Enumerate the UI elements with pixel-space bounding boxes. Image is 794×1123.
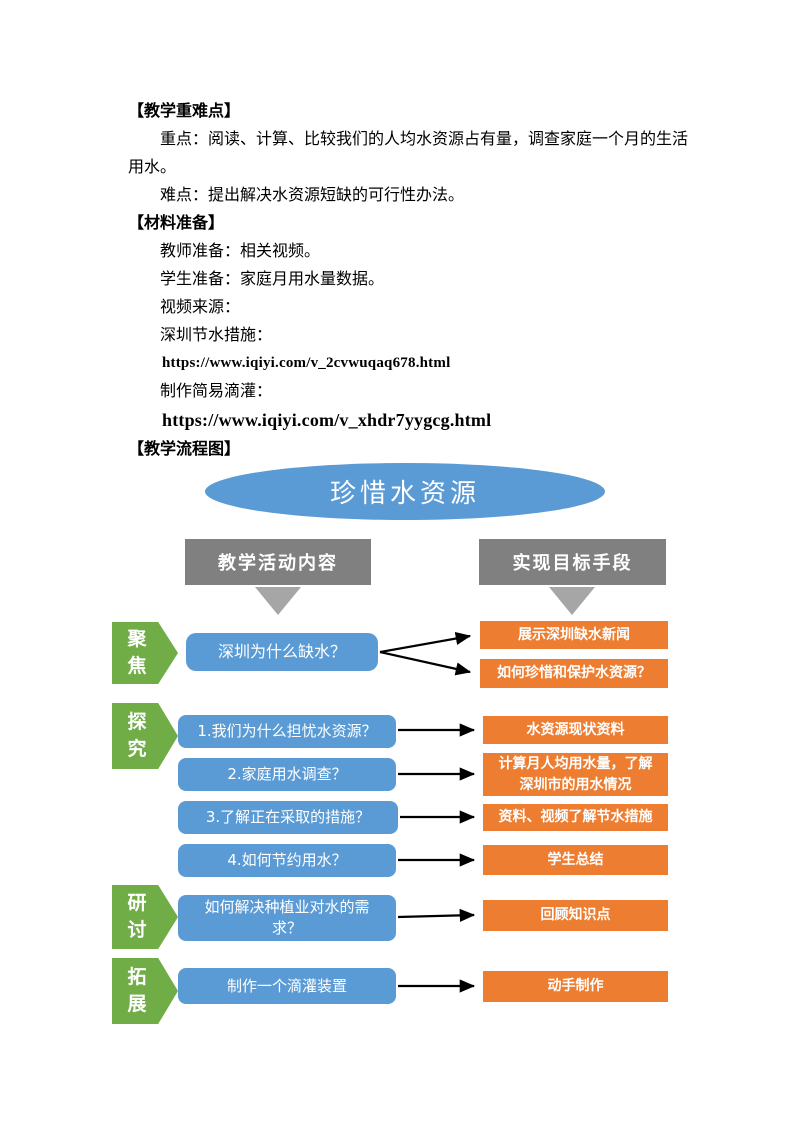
stage-tag-explore: 探究 — [112, 703, 178, 769]
target-label: 回顾知识点 — [540, 907, 611, 923]
video2-label: 制作简易滴灌： — [160, 381, 273, 400]
column-header-activities-label: 教学活动内容 — [218, 553, 338, 574]
stage-tag-explore-label: 探究 — [127, 711, 147, 760]
activity-label: 1.我们为什么担忧水资源？ — [197, 722, 377, 740]
activity-box-why-shortage: 深圳为什么缺水？ — [186, 633, 378, 671]
difficulty-line: 难点：提出解决水资源短缺的可行性办法。 — [160, 185, 465, 204]
target-label: 动手制作 — [547, 978, 604, 994]
activity-label: 4.如何节约用水？ — [227, 851, 347, 869]
target-box-status-data: 水资源现状资料 — [483, 716, 668, 744]
activity-label: 制作一个滴灌装置 — [226, 976, 347, 995]
teaching-flowchart: 珍惜水资源 教学活动内容 实现目标手段 聚焦 探究 研讨 拓展 深圳为什么缺水？… — [0, 458, 794, 1058]
target-label: 资料、视频了解节水措施 — [498, 809, 653, 825]
stage-tag-discuss: 研讨 — [112, 885, 178, 949]
activity-label: 如何解决种植业对水的需求？ — [204, 898, 370, 937]
down-arrow-icon — [255, 587, 301, 615]
video1-link[interactable]: https://www.iqiyi.com/v_2cvwuqaq678.html — [162, 355, 451, 371]
stage-tag-focus-label: 聚焦 — [127, 628, 147, 677]
target-box-student-summary: 学生总结 — [483, 845, 668, 875]
stage-tag-extend-label: 拓展 — [127, 966, 147, 1015]
target-box-news: 展示深圳缺水新闻 — [480, 621, 668, 649]
stage-tag-discuss-label: 研讨 — [127, 892, 147, 941]
target-box-video-materials: 资料、视频了解节水措施 — [483, 804, 668, 831]
section-title-flowchart: 【教学流程图】 — [128, 439, 241, 458]
video1-label: 深圳节水措施： — [160, 325, 273, 344]
key-point-line: 重点：阅读、计算、比较我们的人均水资源占有量，调查家庭一个月的生活用水。 — [128, 129, 689, 176]
activity-box-farming-water: 如何解决种植业对水的需求？ — [178, 895, 396, 941]
target-label: 展示深圳缺水新闻 — [518, 626, 630, 643]
flowchart-title-label: 珍惜水资源 — [329, 479, 480, 509]
flow-arrow — [397, 908, 476, 922]
flow-arrow — [379, 632, 472, 654]
stage-tag-extend: 拓展 — [112, 958, 178, 1024]
section-title-key-points: 【教学重难点】 — [128, 101, 241, 120]
activity-box-home-survey: 2.家庭用水调查？ — [178, 758, 396, 791]
activity-label: 深圳为什么缺水？ — [217, 641, 346, 661]
activity-label: 2.家庭用水调查？ — [227, 765, 347, 783]
teacher-prep-line: 教师准备：相关视频。 — [160, 241, 321, 260]
student-prep-line: 学生准备：家庭月用水量数据。 — [160, 269, 385, 288]
target-box-review: 回顾知识点 — [483, 900, 668, 931]
column-header-activities: 教学活动内容 — [185, 539, 371, 585]
activity-label: 3.了解正在采取的措施？ — [205, 808, 371, 826]
column-header-targets-label: 实现目标手段 — [512, 553, 633, 574]
flow-arrow — [379, 650, 472, 676]
target-label: 学生总结 — [547, 851, 604, 868]
document-text: 【教学重难点】 重点：阅读、计算、比较我们的人均水资源占有量，调查家庭一个月的生… — [128, 97, 693, 463]
target-label: 计算月人均用水量，了解深圳市的用水情况 — [498, 755, 653, 793]
activity-box-save-water: 4.如何节约用水？ — [178, 844, 396, 877]
target-label: 如何珍惜和保护水资源？ — [497, 665, 651, 681]
down-arrow-icon — [549, 587, 595, 615]
video2-link[interactable]: https://www.iqiyi.com/v_xhdr7yygcg.html — [162, 410, 492, 430]
column-header-targets: 实现目标手段 — [479, 539, 666, 585]
stage-tag-focus: 聚焦 — [112, 622, 178, 684]
activity-box-why-worry: 1.我们为什么担忧水资源？ — [178, 715, 396, 748]
section-title-materials: 【材料准备】 — [128, 213, 225, 232]
target-box-hands-on: 动手制作 — [483, 971, 668, 1002]
flowchart-title-ellipse: 珍惜水资源 — [205, 463, 605, 520]
target-label: 水资源现状资料 — [526, 721, 625, 738]
target-box-protect: 如何珍惜和保护水资源？ — [480, 659, 668, 688]
target-box-calc-usage: 计算月人均用水量，了解深圳市的用水情况 — [483, 753, 668, 796]
video-source-label: 视频来源： — [160, 297, 241, 316]
activity-box-drip-device: 制作一个滴灌装置 — [178, 968, 396, 1004]
activity-box-measures: 3.了解正在采取的措施？ — [178, 801, 398, 834]
